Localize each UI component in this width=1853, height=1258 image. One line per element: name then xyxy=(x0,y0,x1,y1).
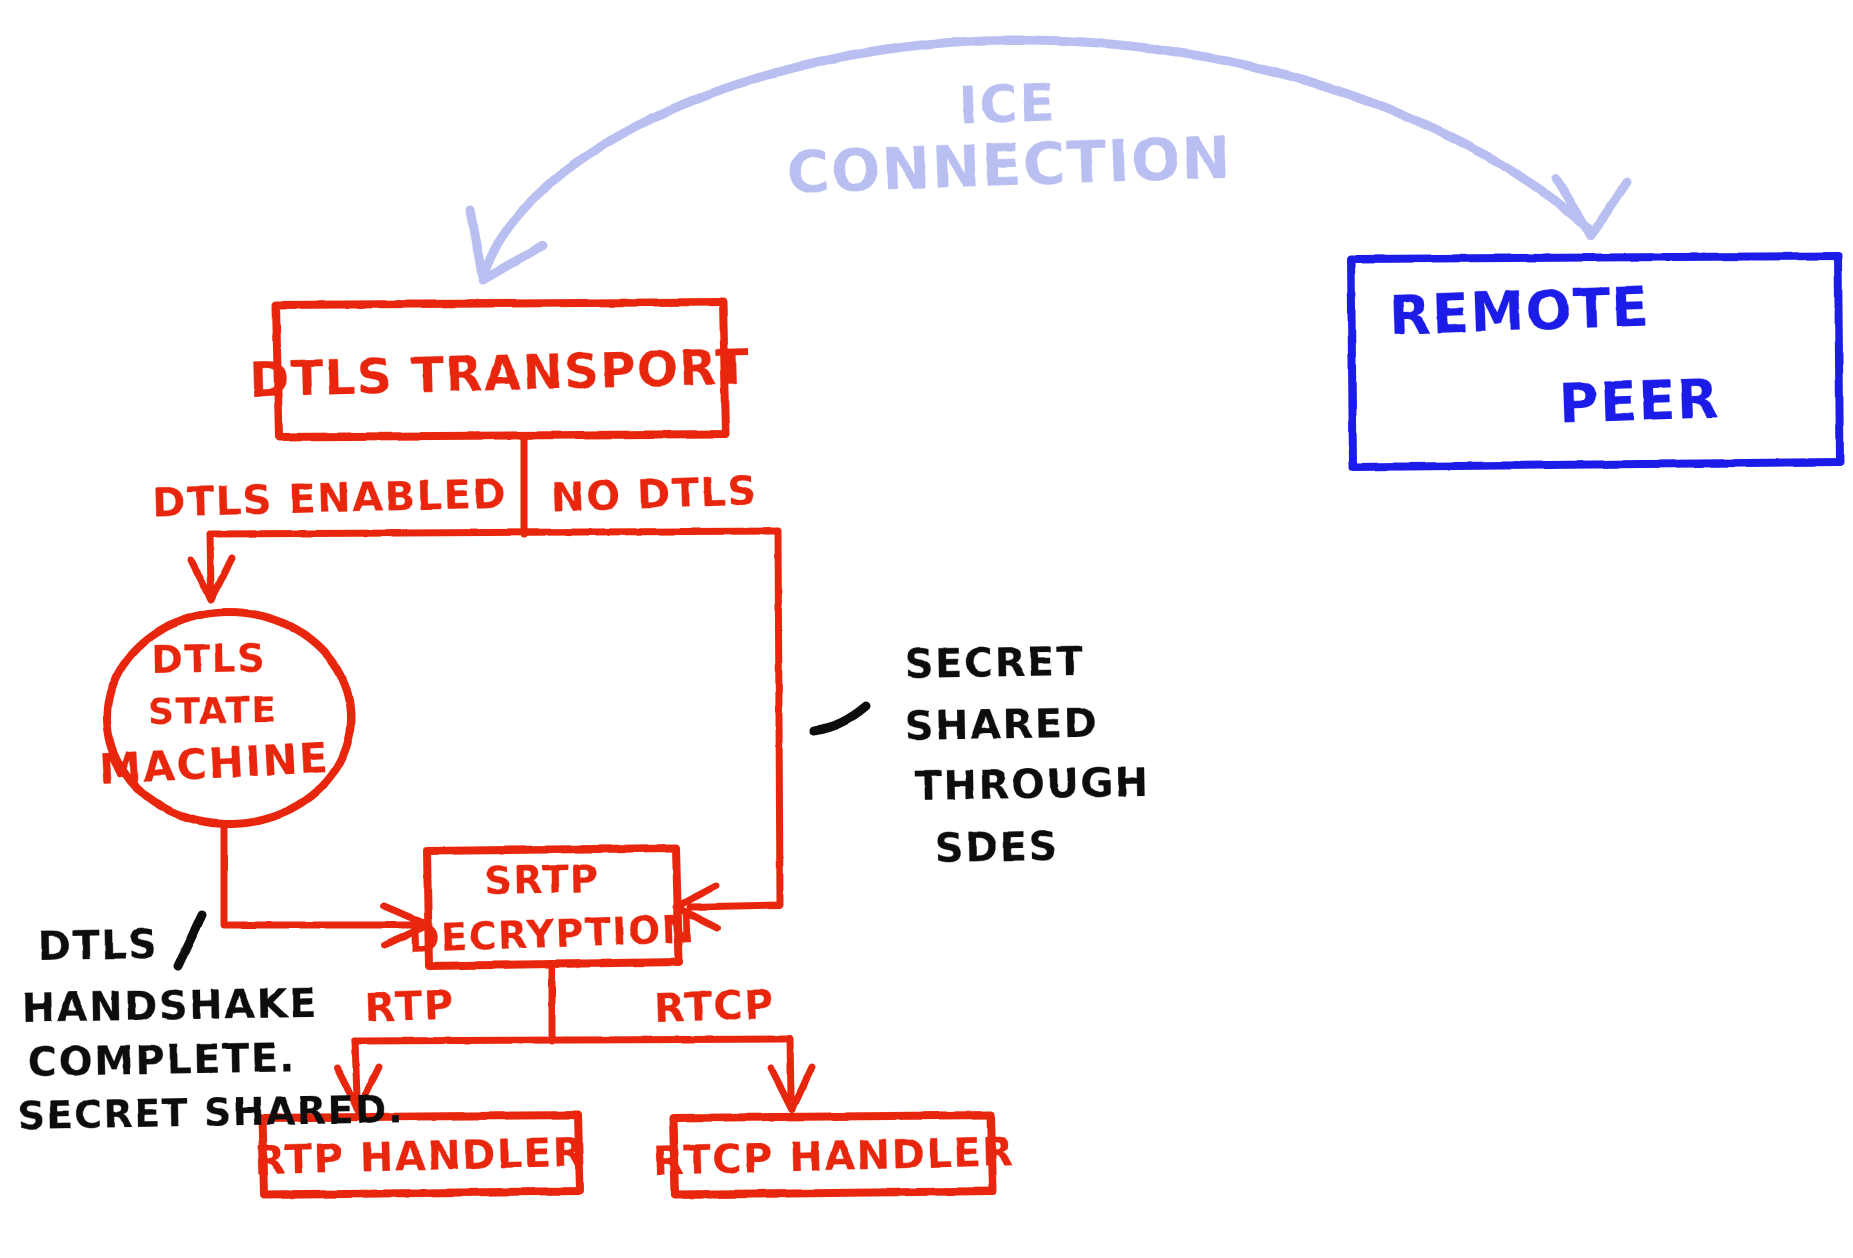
sdes-annotation-line2: SHARED xyxy=(904,701,1098,750)
srtp-split-lines xyxy=(333,962,816,1114)
no-dtls-label: NO DTLS xyxy=(550,468,758,521)
dtls-transport-box-shape xyxy=(272,298,730,441)
sdes-annotation-line3: THROUGH xyxy=(914,760,1150,810)
handshake-annotation-line3: COMPLETE. xyxy=(27,1035,296,1086)
handshake-annotation-line4: SECRET SHARED. xyxy=(17,1087,404,1138)
dtls-enabled-label: DTLS ENABLED xyxy=(152,471,508,526)
remote-peer-label-line1: REMOTE xyxy=(1388,275,1651,347)
dtls-transport-label: DTLS TRANSPORT xyxy=(249,339,751,408)
ice-connection-label-line1: ICE xyxy=(958,73,1058,136)
rtcp-handler-label: RTCP HANDLER xyxy=(652,1129,1015,1184)
dtls-state-machine-ellipse-shape xyxy=(103,608,355,828)
dtls-transport-trunk xyxy=(206,433,782,538)
edge-dtls-enabled xyxy=(187,530,236,604)
rtp-handler-label: RTP HANDLER xyxy=(254,1130,586,1185)
srtp-decryption-box-shape xyxy=(423,844,683,970)
handshake-annotation-line2: HANDSHAKE xyxy=(21,981,318,1032)
srtp-decryption-label-line1: SRTP xyxy=(484,857,599,903)
edge-handshake-complete xyxy=(220,820,432,949)
rtp-handler-box-shape xyxy=(258,1111,584,1199)
sdes-annotation-line1: SECRET xyxy=(904,639,1085,688)
dtls-state-machine-label-line3: MACHINE xyxy=(98,733,330,794)
handshake-pointer-tick xyxy=(173,910,207,971)
ice-connection-arc xyxy=(465,35,1632,285)
rtp-edge-label: RTP xyxy=(364,982,456,1031)
rtcp-handler-box-shape xyxy=(669,1111,997,1199)
dtls-state-machine-label-line2: STATE xyxy=(148,690,278,733)
sdes-pointer-tick xyxy=(809,701,871,736)
srtp-decryption-label-line2: DECRYPTION xyxy=(407,907,695,961)
remote-peer-box-shape xyxy=(1347,252,1844,471)
rtcp-edge-label: RTCP xyxy=(653,982,776,1032)
edge-no-dtls xyxy=(672,527,784,932)
handshake-annotation-line1: DTLS xyxy=(37,922,159,970)
remote-peer-label-line2: PEER xyxy=(1558,367,1721,436)
ice-connection-label-line2: CONNECTION xyxy=(786,123,1233,206)
sdes-annotation-line4: SDES xyxy=(934,824,1059,872)
dtls-state-machine-label-line1: DTLS xyxy=(151,636,267,682)
